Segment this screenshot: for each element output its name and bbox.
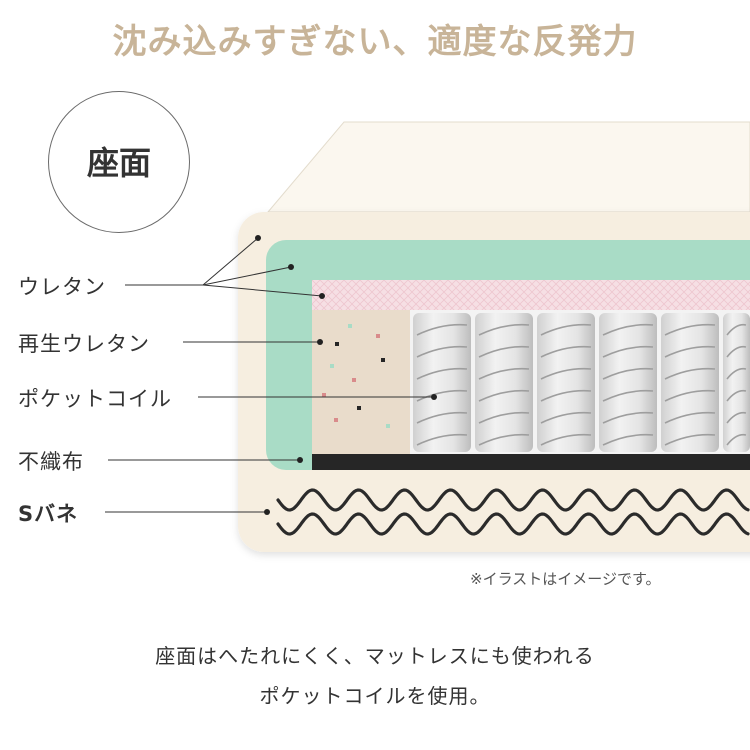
label-nonwoven: 不織布 — [18, 450, 84, 474]
coil-wire — [726, 411, 747, 424]
coil-wire — [726, 433, 747, 446]
seat-badge-label: 座面 — [86, 144, 151, 182]
nonwoven-layer — [312, 454, 750, 470]
coil-wire — [416, 367, 468, 380]
s-spring-bottom — [276, 512, 750, 536]
caption-line-1: 座面はへたれにくく、マットレスにも使われる — [155, 644, 595, 668]
coil-wire — [416, 433, 468, 446]
coil-wire — [540, 367, 592, 380]
pocket-coils — [413, 313, 750, 452]
label-s-spring: Sバネ — [18, 502, 79, 526]
coil-wire — [602, 345, 654, 358]
cushion-top — [266, 121, 750, 213]
pocket-coil — [599, 313, 657, 452]
leader-lines — [105, 237, 434, 513]
caption-line-2: ポケットコイルを使用。 — [259, 684, 491, 708]
coil-wire — [664, 323, 716, 336]
coil-wire — [540, 345, 592, 358]
coil-wire — [664, 345, 716, 358]
recycled-urethane-layer — [312, 310, 410, 454]
coil-wire — [416, 411, 468, 424]
label-recycled-urethane: 再生ウレタン — [18, 332, 150, 356]
coil-wire — [664, 389, 716, 402]
label-pocket-coil: ポケットコイル — [18, 387, 172, 411]
fabric-hatch — [312, 280, 750, 310]
illustration-note: ※イラストはイメージです。 — [470, 570, 661, 588]
coil-wire — [478, 367, 530, 380]
coil-wire — [540, 433, 592, 446]
coil-wire — [478, 411, 530, 424]
coil-wire — [602, 411, 654, 424]
pocket-coil — [413, 313, 471, 452]
coil-wire — [726, 389, 747, 402]
pocket-coil — [537, 313, 595, 452]
leader-dots — [255, 235, 437, 515]
coil-wire — [540, 411, 592, 424]
coil-wire — [416, 323, 468, 336]
coil-wire — [540, 389, 592, 402]
coil-wire — [540, 323, 592, 336]
coil-wire — [416, 389, 468, 402]
pocket-coil — [475, 313, 533, 452]
coil-wire — [602, 323, 654, 336]
coil-wire — [478, 389, 530, 402]
label-urethane: ウレタン — [18, 275, 106, 299]
coil-wire — [602, 433, 654, 446]
coil-wire — [478, 433, 530, 446]
coil-wire — [416, 345, 468, 358]
coil-wire — [664, 411, 716, 424]
headline: 沈み込みすぎない、適度な反発力 — [112, 22, 638, 62]
coil-wire — [726, 323, 747, 336]
s-spring-top — [276, 488, 750, 512]
coil-wire — [726, 367, 747, 380]
coil-wire — [478, 323, 530, 336]
coil-wire — [602, 367, 654, 380]
coil-wire — [664, 367, 716, 380]
coil-wire — [478, 345, 530, 358]
pocket-coil — [723, 313, 750, 452]
recycled-speckles — [322, 324, 390, 428]
coil-wire — [664, 433, 716, 446]
seat-badge: 座面 — [48, 91, 190, 233]
pocket-coil — [661, 313, 719, 452]
coil-wire — [726, 345, 747, 358]
coil-wire — [602, 389, 654, 402]
